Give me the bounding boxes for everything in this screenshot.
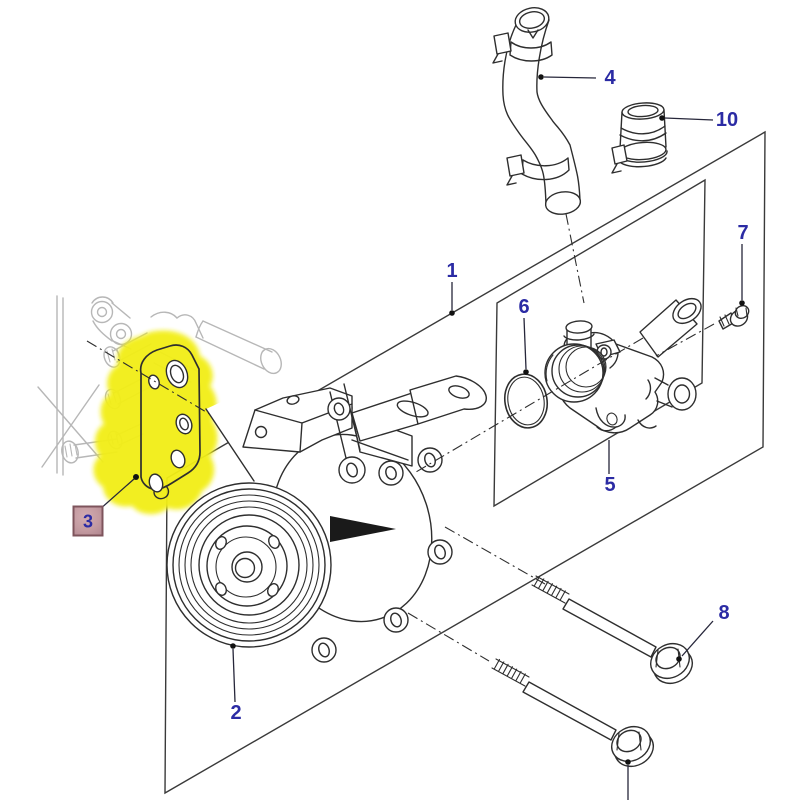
callout-3-selected[interactable]: 3 [72,505,104,537]
water-pump [166,375,487,663]
callout-8[interactable]: 8 [718,602,730,624]
callout-leaders [98,74,745,703]
callout-4[interactable]: 4 [604,67,616,89]
callout-2[interactable]: 2 [230,702,242,724]
panel-1-outline [164,130,766,795]
callout-10[interactable]: 10 [715,109,739,131]
panel-outlines [164,130,766,795]
o-ring-seal [503,373,549,429]
highlighted-bracket-plate[interactable] [86,330,229,515]
coolant-hose [492,7,585,304]
callout-7[interactable]: 7 [737,222,749,244]
callout-6[interactable]: 6 [518,296,530,318]
direction-arrow [330,516,396,542]
small-bolt [655,304,750,357]
callout-1[interactable]: 1 [446,260,458,282]
panel-5-outline [493,178,706,508]
callout-5[interactable]: 5 [604,474,616,496]
bypass-cap [611,102,668,174]
thermostat-housing [415,297,702,473]
mounting-bolts [407,526,693,800]
